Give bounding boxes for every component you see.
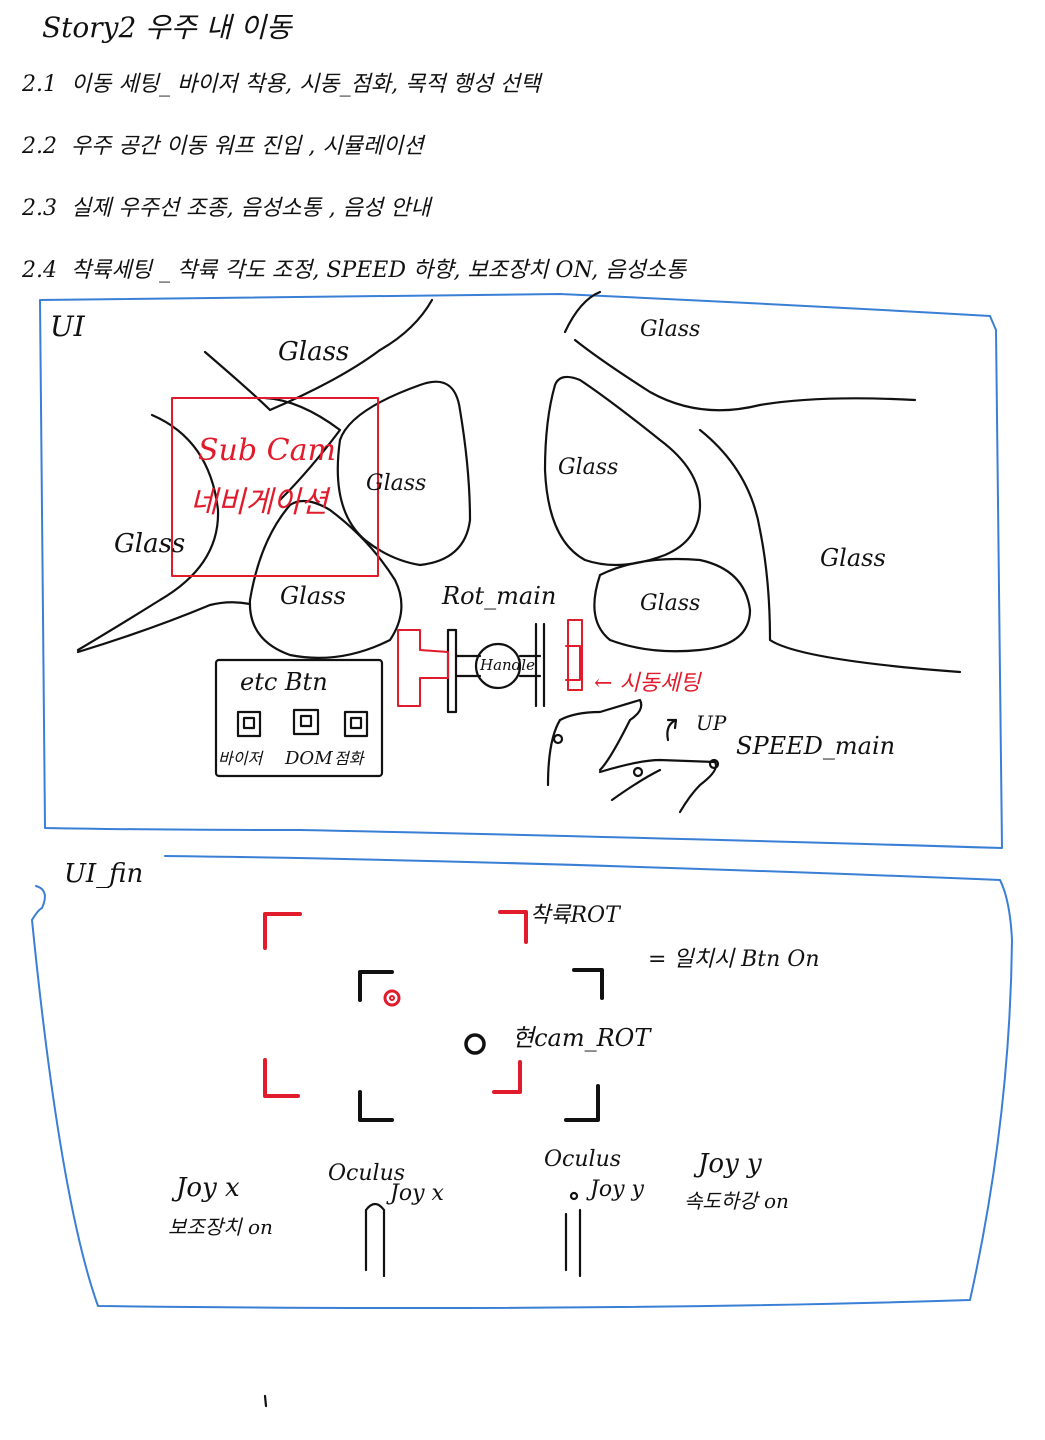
story-item-text: 실제 우주선 조종, 음성소통 , 음성 안내 xyxy=(71,196,431,221)
glass-outline-center-left xyxy=(263,396,342,502)
cam-reticle-top-left xyxy=(358,970,394,1002)
story-item-number: 2.4 xyxy=(22,258,57,283)
subcam-box xyxy=(171,397,379,577)
dom-button[interactable] xyxy=(292,708,320,736)
ignition-button-icon xyxy=(349,716,363,730)
landing-target-dot xyxy=(383,989,401,1007)
start-setting-label: ← 시동세팅 xyxy=(594,671,702,696)
subcam-subtitle: 네비게이션 xyxy=(190,485,331,520)
etc-btn-title: etc Btn xyxy=(240,668,328,696)
visor-button-icon xyxy=(242,716,256,730)
speed-main-label: SPEED_main xyxy=(736,732,895,760)
glass-outline-bottom-left xyxy=(76,601,252,654)
finger-joint-icon xyxy=(552,733,564,745)
dom-button-icon xyxy=(299,714,313,728)
handle-right-red-grip xyxy=(567,619,583,691)
cam-reticle-bottom-left xyxy=(358,1090,394,1122)
glass-outline-top-right xyxy=(563,290,917,412)
visor-button-label: 바이저 xyxy=(218,749,264,768)
glass-outline-top-left xyxy=(203,298,434,412)
visor-button[interactable] xyxy=(236,710,262,738)
hand-outline-upper xyxy=(546,698,643,787)
story-item-2-2: 2.2 우주 공간 이동 워프 진입 , 시뮬레이션 xyxy=(22,128,424,160)
reticle-corner-top-left xyxy=(263,912,302,950)
joy-x-left-sublabel: 보조장치 on xyxy=(168,1215,273,1239)
handle-right-wing xyxy=(534,622,546,708)
glass-outline-right-divider xyxy=(698,428,962,674)
story-item-text: 이동 세팅_ 바이저 착용, 시동_점화, 목적 행성 선택 xyxy=(71,72,541,97)
reticle-corner-bottom-left xyxy=(263,1058,300,1098)
glass-label: Glass xyxy=(558,455,618,480)
landing-rot-label: 착륙ROT xyxy=(530,903,622,928)
glass-blob-right-top xyxy=(543,375,702,567)
story-item-number: 2.3 xyxy=(22,196,57,221)
cam-center-dot xyxy=(464,1033,486,1055)
page-title: Story2 우주 내 이동 xyxy=(42,11,292,44)
cam-reticle-bottom-right xyxy=(564,1084,600,1122)
story-item-2-1: 2.1 이동 세팅_ 바이저 착용, 시동_점화, 목적 행성 선택 xyxy=(22,66,541,98)
hand-outline-lower xyxy=(598,758,718,814)
rot-main-handle[interactable] xyxy=(397,619,583,714)
handle-left-red-grip xyxy=(397,629,449,707)
glass-blob-lower-left xyxy=(248,499,403,659)
landing-rot-reticle xyxy=(263,910,528,1098)
oculus-joy-x-sublabel: Joy x xyxy=(386,1181,444,1206)
ui-fin-panel-frame xyxy=(31,855,1013,1309)
story-item-text: 우주 공간 이동 워프 진입 , 시뮬레이션 xyxy=(71,134,424,159)
story-item-text: 착륙세팅 _ 착륙 각도 조정, SPEED 하향, 보조장치 ON, 음성소통 xyxy=(71,258,687,283)
rot-main-label: Rot_main xyxy=(441,582,556,610)
glass-label: Glass xyxy=(366,471,426,496)
speed-main-lever[interactable] xyxy=(546,698,720,814)
landing-target-dot-inner xyxy=(389,995,395,1001)
glass-label: Glass xyxy=(640,591,700,616)
glass-label: Glass xyxy=(278,337,349,367)
glass-label: Glass xyxy=(114,529,185,559)
story-item-number: 2.1 xyxy=(22,72,57,97)
glass-label: Glass xyxy=(280,582,346,610)
cam-rot-label: 현cam_ROT xyxy=(512,1024,652,1052)
glass-blob-right-lower xyxy=(593,557,752,653)
up-label: UP xyxy=(696,711,727,735)
joy-y-right-label: Joy y xyxy=(693,1149,762,1179)
up-arrow-icon xyxy=(666,718,678,742)
oculus-joy-x-stick[interactable] xyxy=(364,1202,386,1278)
oculus-joy-y-stick[interactable] xyxy=(564,1208,582,1278)
story-item-number: 2.2 xyxy=(22,134,57,159)
joy-y-right-sublabel: 속도하강 on xyxy=(684,1189,789,1213)
speed-knob-icon xyxy=(632,766,644,778)
glass-outline-left-divider xyxy=(76,413,220,652)
ui-fin-panel-title: UI_fin xyxy=(64,859,143,889)
ui-panel-frame xyxy=(39,293,1003,849)
dom-button-label: DOM xyxy=(284,748,333,769)
speed-knob-end-icon xyxy=(708,758,720,770)
etc-btn-box xyxy=(214,658,384,778)
oculus-joy-y-sublabel: Joy y xyxy=(586,1177,644,1202)
reticle-corner-bottom-right xyxy=(492,1060,522,1094)
cam-rot-reticle xyxy=(358,968,604,1122)
glass-label: Glass xyxy=(640,317,700,342)
story-item-2-4: 2.4 착륙세팅 _ 착륙 각도 조정, SPEED 하향, 보조장치 ON, … xyxy=(22,252,686,284)
handle-label: Handle xyxy=(479,656,535,674)
story-item-2-3: 2.3 실제 우주선 조종, 음성소통 , 음성 안내 xyxy=(22,190,431,222)
oculus-joy-y-dot xyxy=(569,1191,579,1201)
ignition-button[interactable] xyxy=(343,710,369,738)
start-setting-bracket xyxy=(565,645,581,681)
reticle-corner-top-right xyxy=(498,910,528,944)
subcam-title: Sub Cam xyxy=(198,433,336,468)
handle-hub xyxy=(474,642,522,690)
ignition-button-label: 점화 xyxy=(334,749,365,768)
ui-panel-title: UI xyxy=(50,310,86,343)
glass-label: Glass xyxy=(820,544,886,572)
cam-reticle-top-right xyxy=(572,968,604,1000)
oculus-joy-y-label: Oculus xyxy=(544,1147,621,1172)
handle-left-wing xyxy=(446,628,458,714)
joy-x-left-label: Joy x xyxy=(171,1173,240,1203)
stray-mark xyxy=(263,1394,268,1408)
handle-bar xyxy=(454,654,482,678)
match-btn-label: = 일치시 Btn On xyxy=(648,947,820,972)
oculus-joy-x-label: Oculus xyxy=(328,1161,405,1186)
